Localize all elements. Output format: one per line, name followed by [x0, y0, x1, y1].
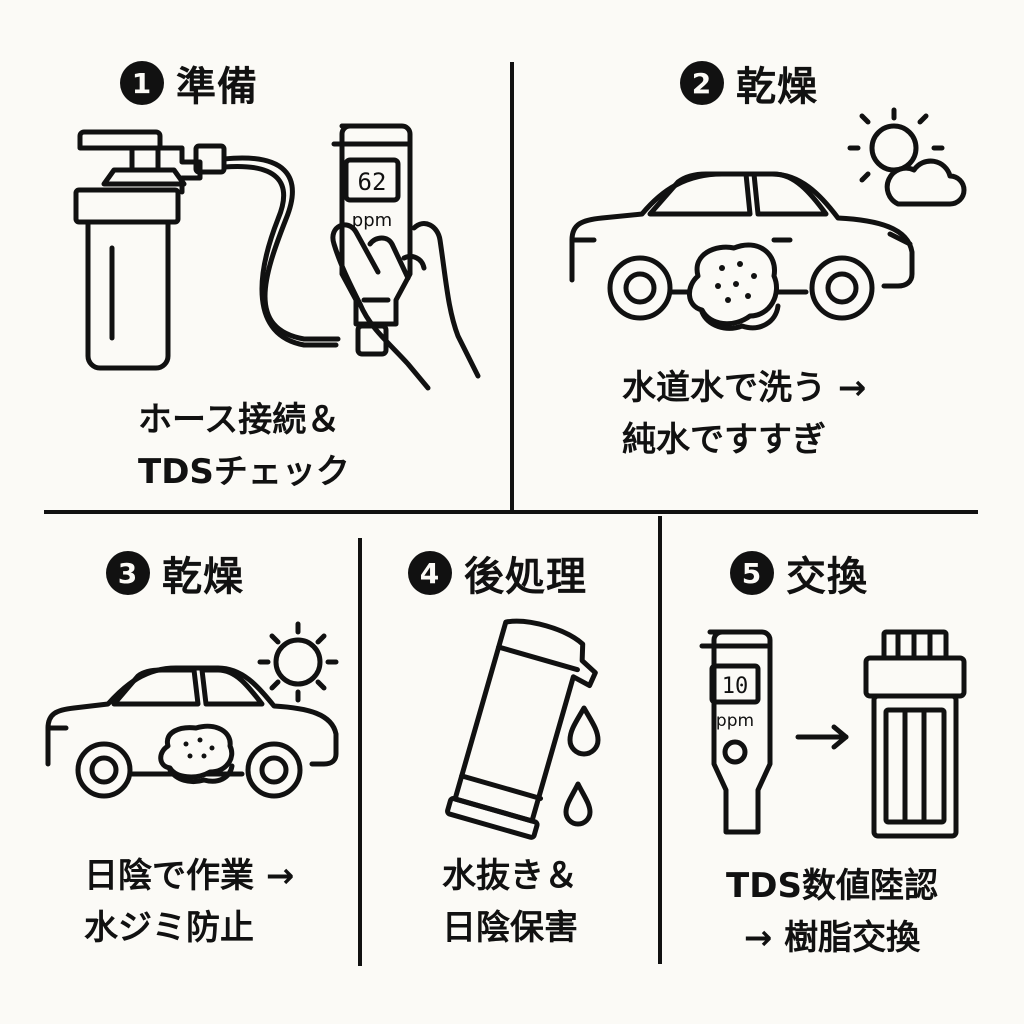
step-3-number: 3: [106, 551, 150, 595]
meter-unit-5: ppm: [716, 711, 754, 731]
step-2-caption: 水道水で洗う → 純水ですすぎ: [622, 362, 866, 466]
step-2-number: 2: [680, 61, 724, 105]
divider-vertical-bottom-right: [658, 516, 662, 964]
step-1-caption-line-1: ホース接続＆: [138, 400, 341, 440]
resin-cartridge-icon: [863, 629, 967, 839]
meter-unit-1: ppm: [352, 210, 392, 231]
water-bottle-icon: [445, 618, 598, 840]
hand-icon: [330, 221, 481, 391]
step-3-caption: 日陰で作業 → 水ジミ防止: [84, 850, 294, 954]
step-3-heading: 3 乾燥: [106, 544, 244, 602]
step-5-caption-line-2: → 樹脂交換: [743, 918, 921, 958]
step-4-caption-line-2: 日陰保害: [442, 908, 578, 948]
step-2-caption-line-2: 純水ですすぎ: [622, 420, 826, 460]
step-3-title: 乾燥: [162, 554, 244, 600]
step-2-caption-line-1: 水道水で洗う →: [622, 368, 867, 408]
step-4-heading: 4 後処理: [408, 544, 587, 602]
divider-vertical-bottom-left: [358, 538, 362, 966]
water-filter-icon: [73, 129, 203, 371]
sun-icon: [257, 621, 339, 703]
sponge-icon: [158, 723, 235, 785]
step-2-title: 乾燥: [736, 64, 818, 110]
hose-icon: [193, 143, 341, 348]
divider-horizontal: [44, 510, 978, 514]
step-2-panel: 2 乾燥 水道水で洗う → 純水ですすぎ: [514, 0, 1024, 510]
water-drop-icon: [563, 705, 601, 827]
step-2-heading: 2 乾燥: [680, 54, 818, 112]
step-1-caption-line-2: TDSチェック: [138, 452, 350, 492]
tds-meter-icon: 10 ppm: [699, 629, 773, 835]
step-5-caption-line-1: TDS数値陸認: [726, 866, 938, 906]
step-3-caption-line-1: 日陰で作業 →: [84, 856, 295, 896]
meter-reading-1: 62: [358, 168, 387, 196]
meter-reading-5: 10: [722, 674, 749, 699]
step-5-title: 交換: [786, 554, 868, 600]
step-4-title: 後処理: [464, 554, 587, 600]
step-5-number: 5: [730, 551, 774, 595]
step-1-title: 準備: [176, 64, 258, 110]
step-1-caption: ホース接続＆ TDSチェック: [138, 394, 350, 498]
divider-vertical-top: [510, 62, 514, 510]
step-3-caption-line-2: 水ジミ防止: [84, 908, 254, 948]
step-5-panel: 5 交換 10 ppm TDS数値陸認 → 樹脂交換: [662, 514, 1024, 1024]
sponge-icon: [687, 242, 781, 331]
step-3-panel: 3 乾燥 日陰で作業 → 水ジミ防止: [0, 514, 358, 1024]
step-4-number: 4: [408, 551, 452, 595]
step-1-number: 1: [120, 61, 164, 105]
step-5-heading: 5 交換: [730, 544, 868, 602]
step-1-heading: 1 準備: [120, 54, 258, 112]
arrow-right-icon: [795, 724, 849, 750]
sun-cloud-icon: [847, 107, 967, 207]
step-5-caption: TDS数値陸認 → 樹脂交換: [682, 860, 982, 964]
step-4-caption-line-1: 水抜き＆: [442, 856, 578, 896]
step-1-panel: 1 準備 62 ppm ホース接続＆ TDSチェック: [0, 0, 510, 510]
step-4-panel: 4 後処理 水抜き＆ 日陰保害: [362, 514, 658, 1024]
tds-meter-icon: 62 ppm: [331, 123, 413, 357]
step-4-caption: 水抜き＆ 日陰保害: [418, 850, 602, 954]
